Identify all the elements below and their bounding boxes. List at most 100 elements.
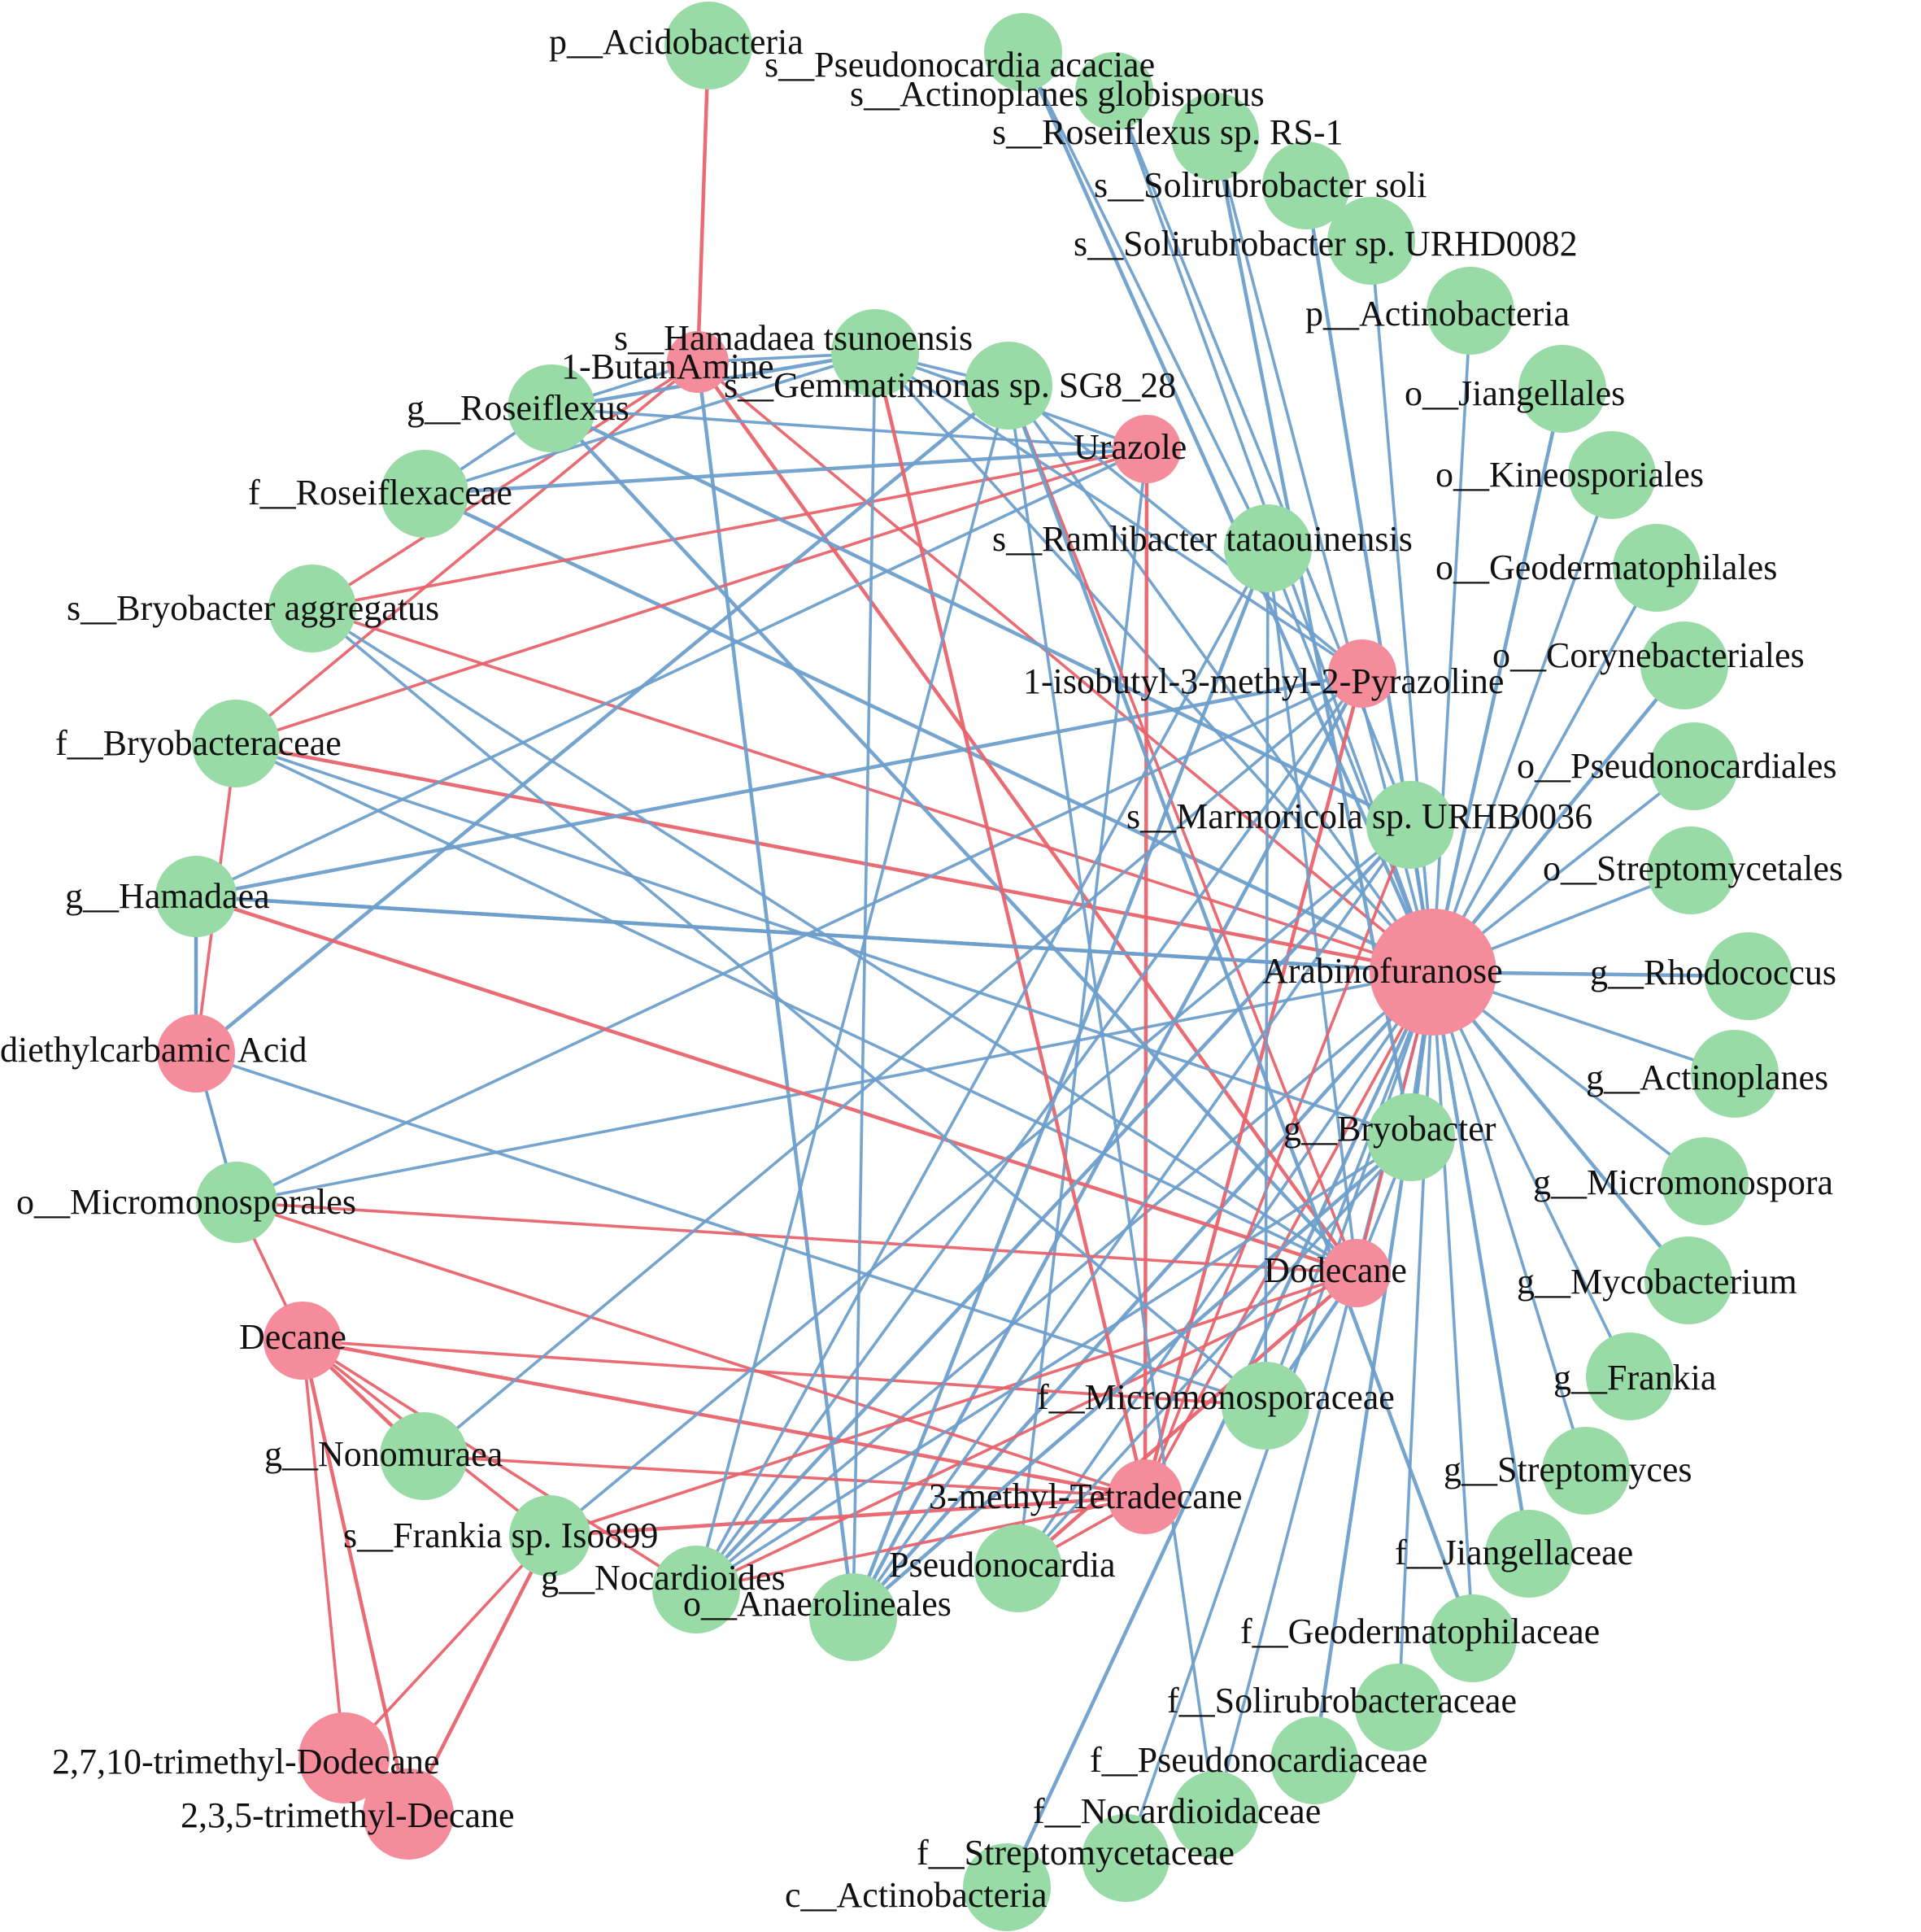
node-o-corynebacteriales[interactable] [1640, 621, 1728, 709]
node-2-3-5-trimethyl-decane[interactable] [363, 1768, 454, 1860]
node-o-streptomycetales[interactable] [1647, 826, 1735, 914]
node-s-solirubrobacter-sp-urhd0082[interactable] [1327, 197, 1415, 285]
node-g-micromonospora[interactable] [1661, 1137, 1749, 1225]
label-dodecane: Dodecane [1264, 1250, 1407, 1290]
label-g-nonomuraea: g__Nonomuraea [264, 1434, 503, 1474]
label-diethylcarbamic-acid: diethylcarbamic Acid [0, 1030, 307, 1070]
label-s-hamadaea-tsunoensis: s__Hamadaea tsunoensis [614, 318, 973, 358]
label-c-actinobacteria: c__Actinobacteria [785, 1875, 1048, 1915]
label-s-bryobacter-aggregatus: s__Bryobacter aggregatus [67, 588, 439, 628]
node-o-jiangellales[interactable] [1518, 345, 1606, 433]
node-decane[interactable] [264, 1302, 342, 1380]
label-s-solirubrobacter-sp-urhd0082: s__Solirubrobacter sp. URHD0082 [1074, 224, 1578, 264]
edge-arabinofuranose-to-s-hamadaea-tsunoensis [873, 351, 1435, 974]
node-s-solirubrobacter-soli[interactable] [1262, 142, 1350, 229]
label-s-marmoricola-sp-urhb0036: s__Marmoricola sp. URHB0036 [1126, 796, 1592, 836]
label-f-geodermatophilaceae: f__Geodermatophilaceae [1240, 1611, 1600, 1651]
label-o-pseudonocardiales: o__Pseudonocardiales [1517, 746, 1836, 786]
label-s-frankia-sp-iso899: s__Frankia sp. Iso899 [343, 1516, 658, 1555]
node-g-frankia[interactable] [1586, 1332, 1674, 1420]
node-arabinofuranose[interactable] [1370, 909, 1496, 1036]
node-f-solirubrobacteraceae[interactable] [1355, 1664, 1443, 1751]
node-f-pseudonocardiaceae[interactable] [1270, 1716, 1358, 1804]
node-p-acidobacteria[interactable] [664, 2, 752, 89]
edge-1-isobutyl-3-methyl-2-pyrazoline-to-s-hamadaea-tsunoensis [873, 351, 1364, 675]
label-g-nocardioides: g__Nocardioides [541, 1558, 786, 1598]
edge-urazole-to-g-roseiflexus [550, 407, 1148, 451]
node-g-roseiflexus[interactable] [507, 364, 595, 452]
edge-decane-to-2-7-10-trimethyl-dodecane [301, 1339, 346, 1760]
edge-urazole-to-pseudonocardia [1017, 447, 1148, 1570]
node-g-hamadaea[interactable] [155, 856, 237, 937]
node-g-nocardioides[interactable] [652, 1546, 740, 1633]
node-s-frankia-sp-iso899[interactable] [509, 1495, 590, 1577]
node-1-butanamine[interactable] [667, 331, 729, 393]
node-g-mycobacterium[interactable] [1644, 1236, 1732, 1324]
label-g-frankia: g__Frankia [1553, 1358, 1716, 1398]
node-s-hamadaea-tsunoensis[interactable] [831, 309, 919, 397]
edge-dodecane-to-s-frankia-sp-iso899 [548, 1271, 1358, 1537]
node-g-nonomuraea[interactable] [380, 1412, 468, 1500]
node-s-ramlibacter-tataouinensis[interactable] [1224, 504, 1312, 592]
node-g-rhodococcus[interactable] [1705, 932, 1792, 1020]
edge-dodecane-to-pseudonocardia [1016, 1271, 1359, 1571]
node-g-streptomyces[interactable] [1542, 1427, 1630, 1515]
node-g-actinoplanes[interactable] [1691, 1030, 1779, 1118]
node-o-kineosporiales[interactable] [1568, 431, 1656, 519]
node-p-actinobacteria[interactable] [1427, 267, 1514, 355]
label-f-micromonosporaceae: f__Micromonosporaceae [1037, 1377, 1395, 1417]
edge-arabinofuranose-to-f-geodermatophilaceae [1431, 970, 1475, 1640]
edge-decane-to-g-nocardioides [301, 1339, 698, 1591]
node-o-anaerolineales[interactable] [809, 1573, 897, 1661]
node-f-bryobacteraceae[interactable] [192, 700, 280, 787]
node-s-marmoricola-sp-urhb0036[interactable] [1366, 781, 1454, 869]
label-s-gemmatimonas-sp-sg8-28: s__Gemmatimonas sp. SG8_28 [724, 365, 1176, 405]
node-f-roseiflexaceae[interactable] [381, 450, 468, 538]
label-f-jiangellaceae: f__Jiangellaceae [1395, 1533, 1633, 1572]
node-s-roseiflexus-sp-rs-1[interactable] [1171, 93, 1259, 181]
node-pseudonocardia[interactable] [974, 1524, 1062, 1612]
edge-f-bryobacteraceae-to-g-bryobacter [234, 742, 1413, 1139]
node-o-pseudonocardiales[interactable] [1650, 722, 1738, 810]
label-g-rhodococcus: g__Rhodococcus [1590, 953, 1836, 992]
edge-s-gemmatimonas-sp-sg8-28-to-f-geodermatophilaceae [1006, 383, 1475, 1641]
edge-s-marmoricola-sp-urhb0036-to-g-nocardioides [694, 822, 1413, 1592]
node-3-methyl-tetradecane[interactable] [1108, 1459, 1183, 1534]
node-s-gemmatimonas-sp-sg8-28[interactable] [965, 342, 1052, 430]
node-1-isobutyl-3-methyl-2-pyrazoline[interactable] [1328, 639, 1396, 708]
node-diethylcarbamic-acid[interactable] [157, 1014, 235, 1092]
edge-diethylcarbamic-acid-to-f-micromonosporaceae [194, 1052, 1267, 1407]
node-o-geodermatophilales[interactable] [1613, 524, 1701, 612]
label-g-actinoplanes: g__Actinoplanes [1586, 1058, 1828, 1097]
node-dodecane[interactable] [1322, 1239, 1391, 1307]
node-c-actinobacteria[interactable] [963, 1843, 1051, 1931]
node-f-jiangellaceae[interactable] [1485, 1510, 1573, 1598]
label-g-bryobacter: g__Bryobacter [1283, 1109, 1496, 1149]
node-s-pseudonocardia-acaciae[interactable] [984, 13, 1062, 91]
edge-s-pseudonocardia-acaciae-to-s-ramlibacter-tataouinensis [1021, 50, 1270, 550]
label-2-3-5-trimethyl-decane: 2,3,5-trimethyl-Decane [181, 1795, 515, 1835]
edge-urazole-to-g-hamadaea [194, 447, 1148, 898]
edge-arabinofuranose-to-c-actinobacteria [1004, 970, 1435, 1890]
label-o-jiangellales: o__Jiangellales [1405, 373, 1625, 413]
node-urazole[interactable] [1113, 415, 1181, 483]
node-f-micromonosporaceae[interactable] [1222, 1362, 1309, 1450]
edge-s-marmoricola-sp-urhb0036-to-o-anaerolineales [852, 823, 1412, 1619]
edge-decane-to-2-3-5-trimethyl-decane [300, 1338, 411, 1816]
node-2-7-10-trimethyl-dodecane[interactable] [298, 1712, 390, 1803]
edge-decane-to-f-micromonosporaceae [301, 1339, 1267, 1407]
edge-1-butanamine-to-f-bryobacteraceae [234, 360, 699, 745]
label-3-methyl-tetradecane: 3-methyl-Tetradecane [929, 1476, 1242, 1516]
edge-3-methyl-tetradecane-to-s-marmoricola-sp-urhb0036 [1143, 823, 1412, 1498]
node-f-nocardioidaceae[interactable] [1171, 1771, 1259, 1859]
edge-arabinofuranose-to-f-bryobacteraceae [233, 741, 1435, 975]
node-o-micromonosporales[interactable] [196, 1162, 277, 1243]
edge-3-methyl-tetradecane-to-o-micromonosporales [235, 1201, 1147, 1498]
node-s-bryobacter-aggregatus[interactable] [268, 565, 356, 652]
node-g-bryobacter[interactable] [1367, 1093, 1455, 1181]
node-f-geodermatophilaceae[interactable] [1429, 1594, 1517, 1682]
edge-g-bryobacter-to-o-anaerolineales [851, 1135, 1414, 1620]
node-s-actinoplanes-globisporus[interactable] [1075, 52, 1153, 130]
node-f-streptomycetaceae[interactable] [1082, 1814, 1170, 1902]
edge-1-butanamine-to-s-bryobacter-aggregatus [311, 360, 699, 610]
